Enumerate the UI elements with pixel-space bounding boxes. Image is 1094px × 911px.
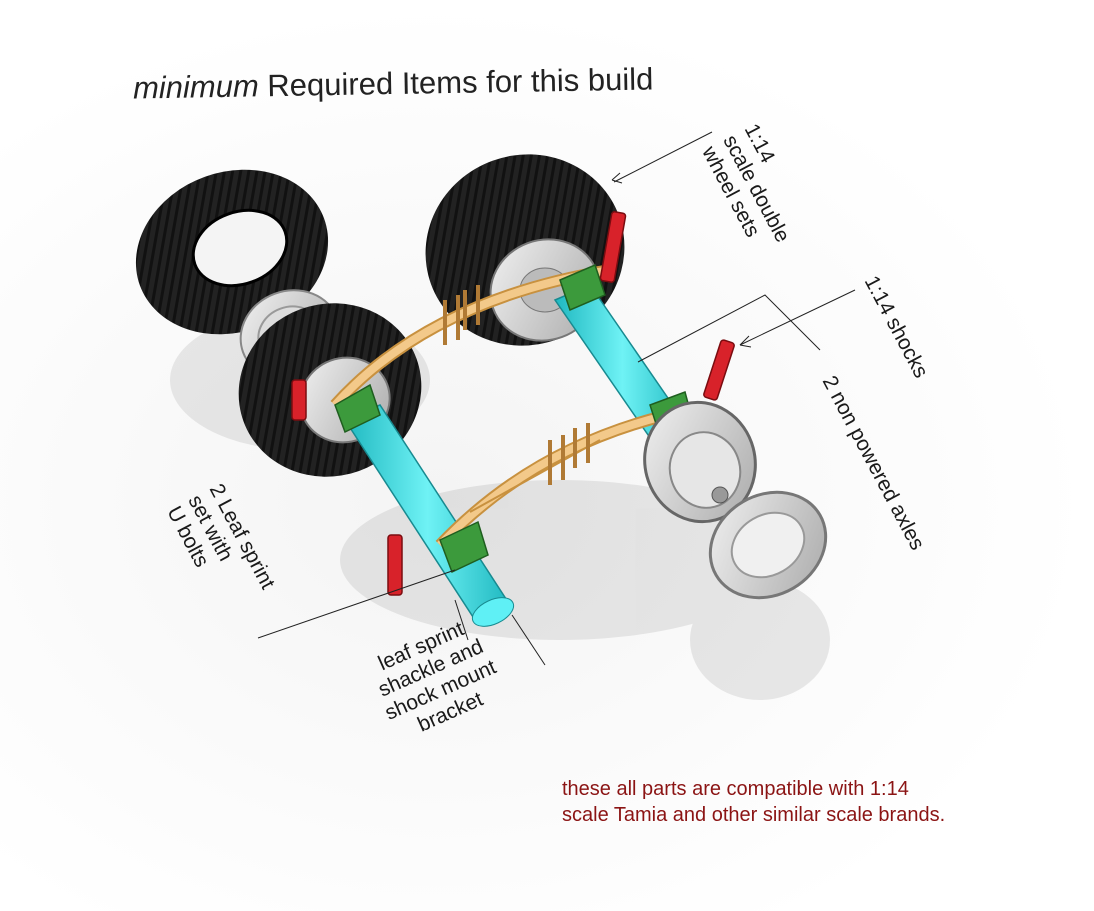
brackets: [334, 263, 693, 574]
front-right-rim: [643, 400, 757, 524]
leader-lines: [257, 131, 856, 666]
compatibility-note: these all parts are compatible with 1:14…: [562, 778, 946, 826]
u-bolts: [443, 285, 590, 485]
title-rest: Required Items for this build: [267, 61, 654, 104]
spare-rim-right: [708, 490, 828, 600]
leaf-spring-right: [435, 404, 692, 550]
shock-absorbers: [291, 211, 735, 596]
title-emphasis: minimum: [132, 68, 260, 106]
